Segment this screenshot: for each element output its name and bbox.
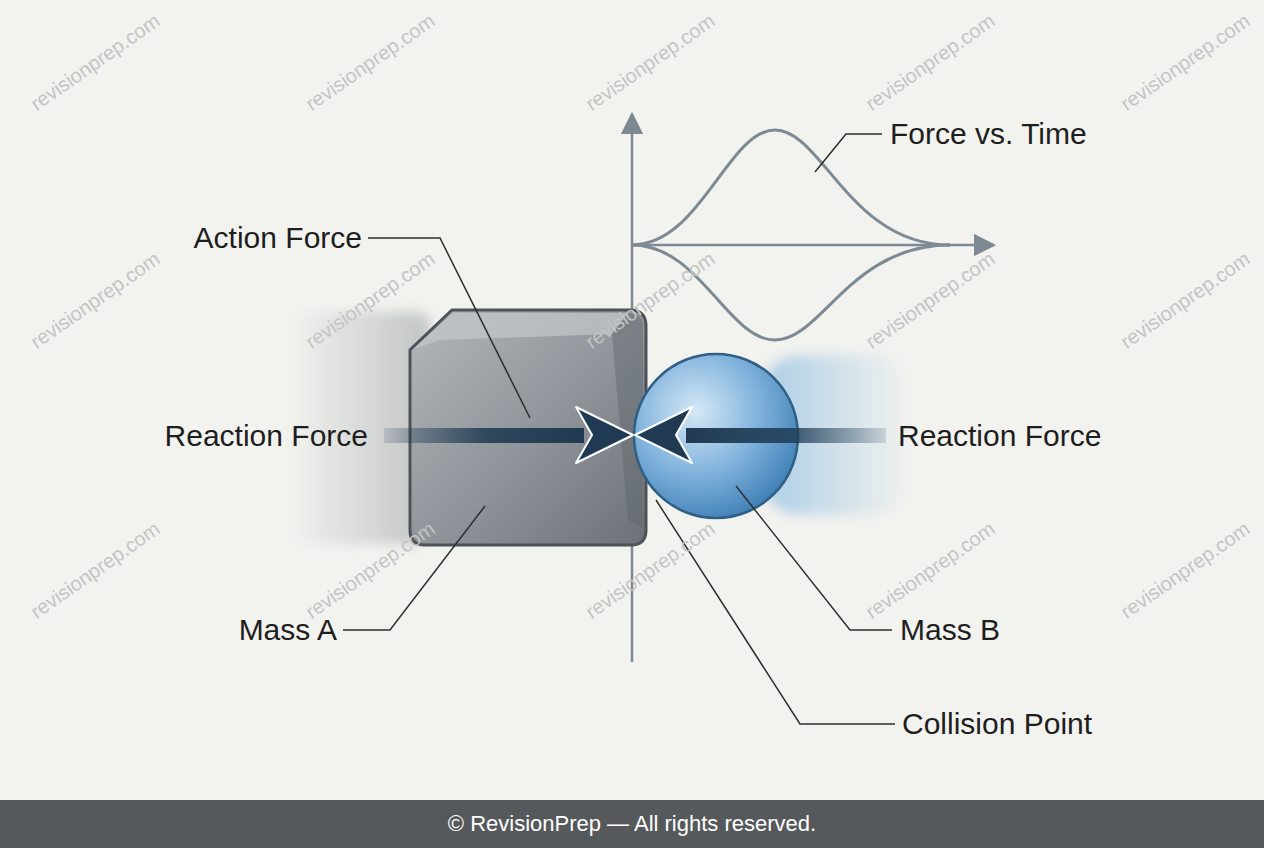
force-arrow-shaft (686, 428, 886, 443)
watermark: revisionprep.com (1116, 247, 1253, 352)
watermark: revisionprep.com (301, 9, 438, 114)
force-arrowhead (635, 407, 692, 463)
mass-cube (410, 310, 646, 545)
watermark: revisionprep.com (1116, 517, 1253, 622)
force-label: Action Force (194, 221, 362, 256)
watermark: revisionprep.com (26, 9, 163, 114)
mass-label: Mass A (239, 613, 337, 648)
point-label: Collision Point (902, 707, 1092, 742)
watermark: revisionprep.com (861, 9, 998, 114)
mass-label: Mass B (900, 613, 1000, 648)
footer-band: © RevisionPrep — All rights reserved. (0, 800, 1264, 848)
force-label: Reaction Force (898, 419, 1101, 454)
watermark: revisionprep.com (1116, 9, 1253, 114)
watermark: revisionprep.com (861, 517, 998, 622)
watermark: revisionprep.com (581, 9, 718, 114)
watermark: revisionprep.com (26, 247, 163, 352)
leader-lines (343, 134, 895, 724)
footer-text: © RevisionPrep — All rights reserved. (448, 811, 816, 837)
force-arrowhead (576, 407, 633, 463)
watermark: revisionprep.com (26, 517, 163, 622)
force-label: Reaction Force (165, 419, 368, 454)
watermark: revisionprep.com (581, 247, 718, 352)
graph-title: Force vs. Time (890, 117, 1087, 152)
force-arrow-shaft (384, 428, 584, 443)
